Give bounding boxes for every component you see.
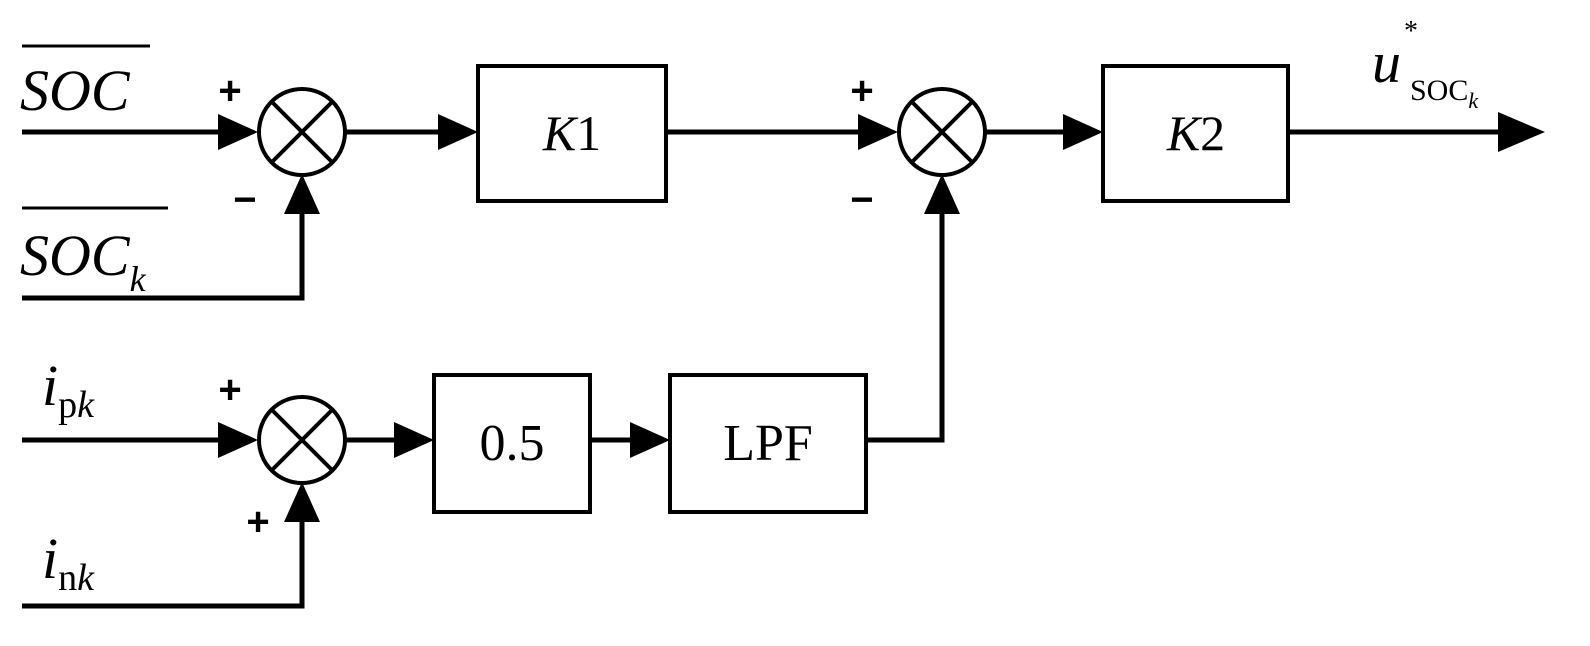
block-k2-index: 2 [1200,105,1225,161]
i-pk-sub-roman: p [58,384,77,426]
arrowhead-into-sum3-left [218,422,258,458]
wire-soc-k-to-sum1 [22,210,305,301]
output-sub-sub: k [1468,88,1479,113]
svg-text:ipk: ipk [42,353,95,426]
soc-k-subscript: k [130,259,147,299]
input-label-i-pk: ipk [42,353,95,426]
i-nk-sub-italic: k [77,557,95,599]
input-label-soc-k: SOCk [20,206,168,299]
block-k2-rect [1101,64,1290,203]
block-gain-rect [432,373,592,514]
block-gain: 0.5 [432,373,592,514]
block-lpf-rect [668,373,868,514]
block-k1-rect [476,64,668,203]
arrowhead-into-lpf [630,422,670,458]
sum3-bottom-sign: + [246,500,269,544]
sum2-bottom-sign: − [850,178,873,222]
input-label-i-nk: ink [42,526,95,599]
arrowhead-output [1498,112,1545,152]
summing-junction-2 [897,87,987,177]
soc-average-text: SOC [20,58,131,123]
output-label-u-soc-k: u * SOCk [1372,16,1479,113]
arrowhead-into-sum2-bottom [924,174,960,214]
wire-lpf-to-sum2 [866,210,945,443]
block-k1-index: 1 [576,105,601,161]
summing-junction-1 [257,87,347,177]
arrowhead-into-k2 [1063,114,1103,150]
i-pk-sub-italic: k [77,384,95,426]
wire-i-nk-to-sum3 [22,518,305,609]
block-k1: K1 [476,64,668,203]
svg-text:SOCk: SOCk [20,223,147,299]
block-lpf: LPF [668,373,868,514]
signal-wires [22,129,1500,609]
block-k2: K2 [1101,64,1290,203]
svg-text:K2: K2 [1166,105,1225,161]
block-k2-letter: K [1166,105,1203,161]
i-pk-base: i [42,353,58,418]
i-nk-sub-roman: n [58,557,77,599]
block-k1-letter: K [542,105,579,161]
i-nk-base: i [42,526,58,591]
summing-junction-3 [257,395,347,485]
arrowheads [218,112,1545,522]
svg-text:SOCk: SOCk [1410,74,1479,113]
block-lpf-label: LPF [723,415,813,472]
sum2-top-sign: + [850,69,873,113]
soc-k-base: SOC [20,223,131,288]
arrowhead-into-sum3-bottom [284,482,320,522]
block-gain-label: 0.5 [480,415,545,472]
sum3-top-sign: + [218,368,241,412]
arrowhead-into-gain [394,422,434,458]
output-star: * [1404,16,1418,47]
sum1-bottom-sign: − [233,178,256,222]
output-sub: SOC [1410,74,1468,107]
input-label-soc-average: SOC [20,44,150,123]
arrowhead-into-sum2-left [858,114,898,150]
svg-text:ink: ink [42,526,95,599]
arrowhead-into-sum1-bottom [284,174,320,214]
sum1-top-sign: + [218,69,241,113]
svg-text:K1: K1 [542,105,601,161]
output-base: u [1372,30,1401,95]
arrowhead-into-k1 [438,114,478,150]
arrowhead-into-sum1-left [218,114,258,150]
